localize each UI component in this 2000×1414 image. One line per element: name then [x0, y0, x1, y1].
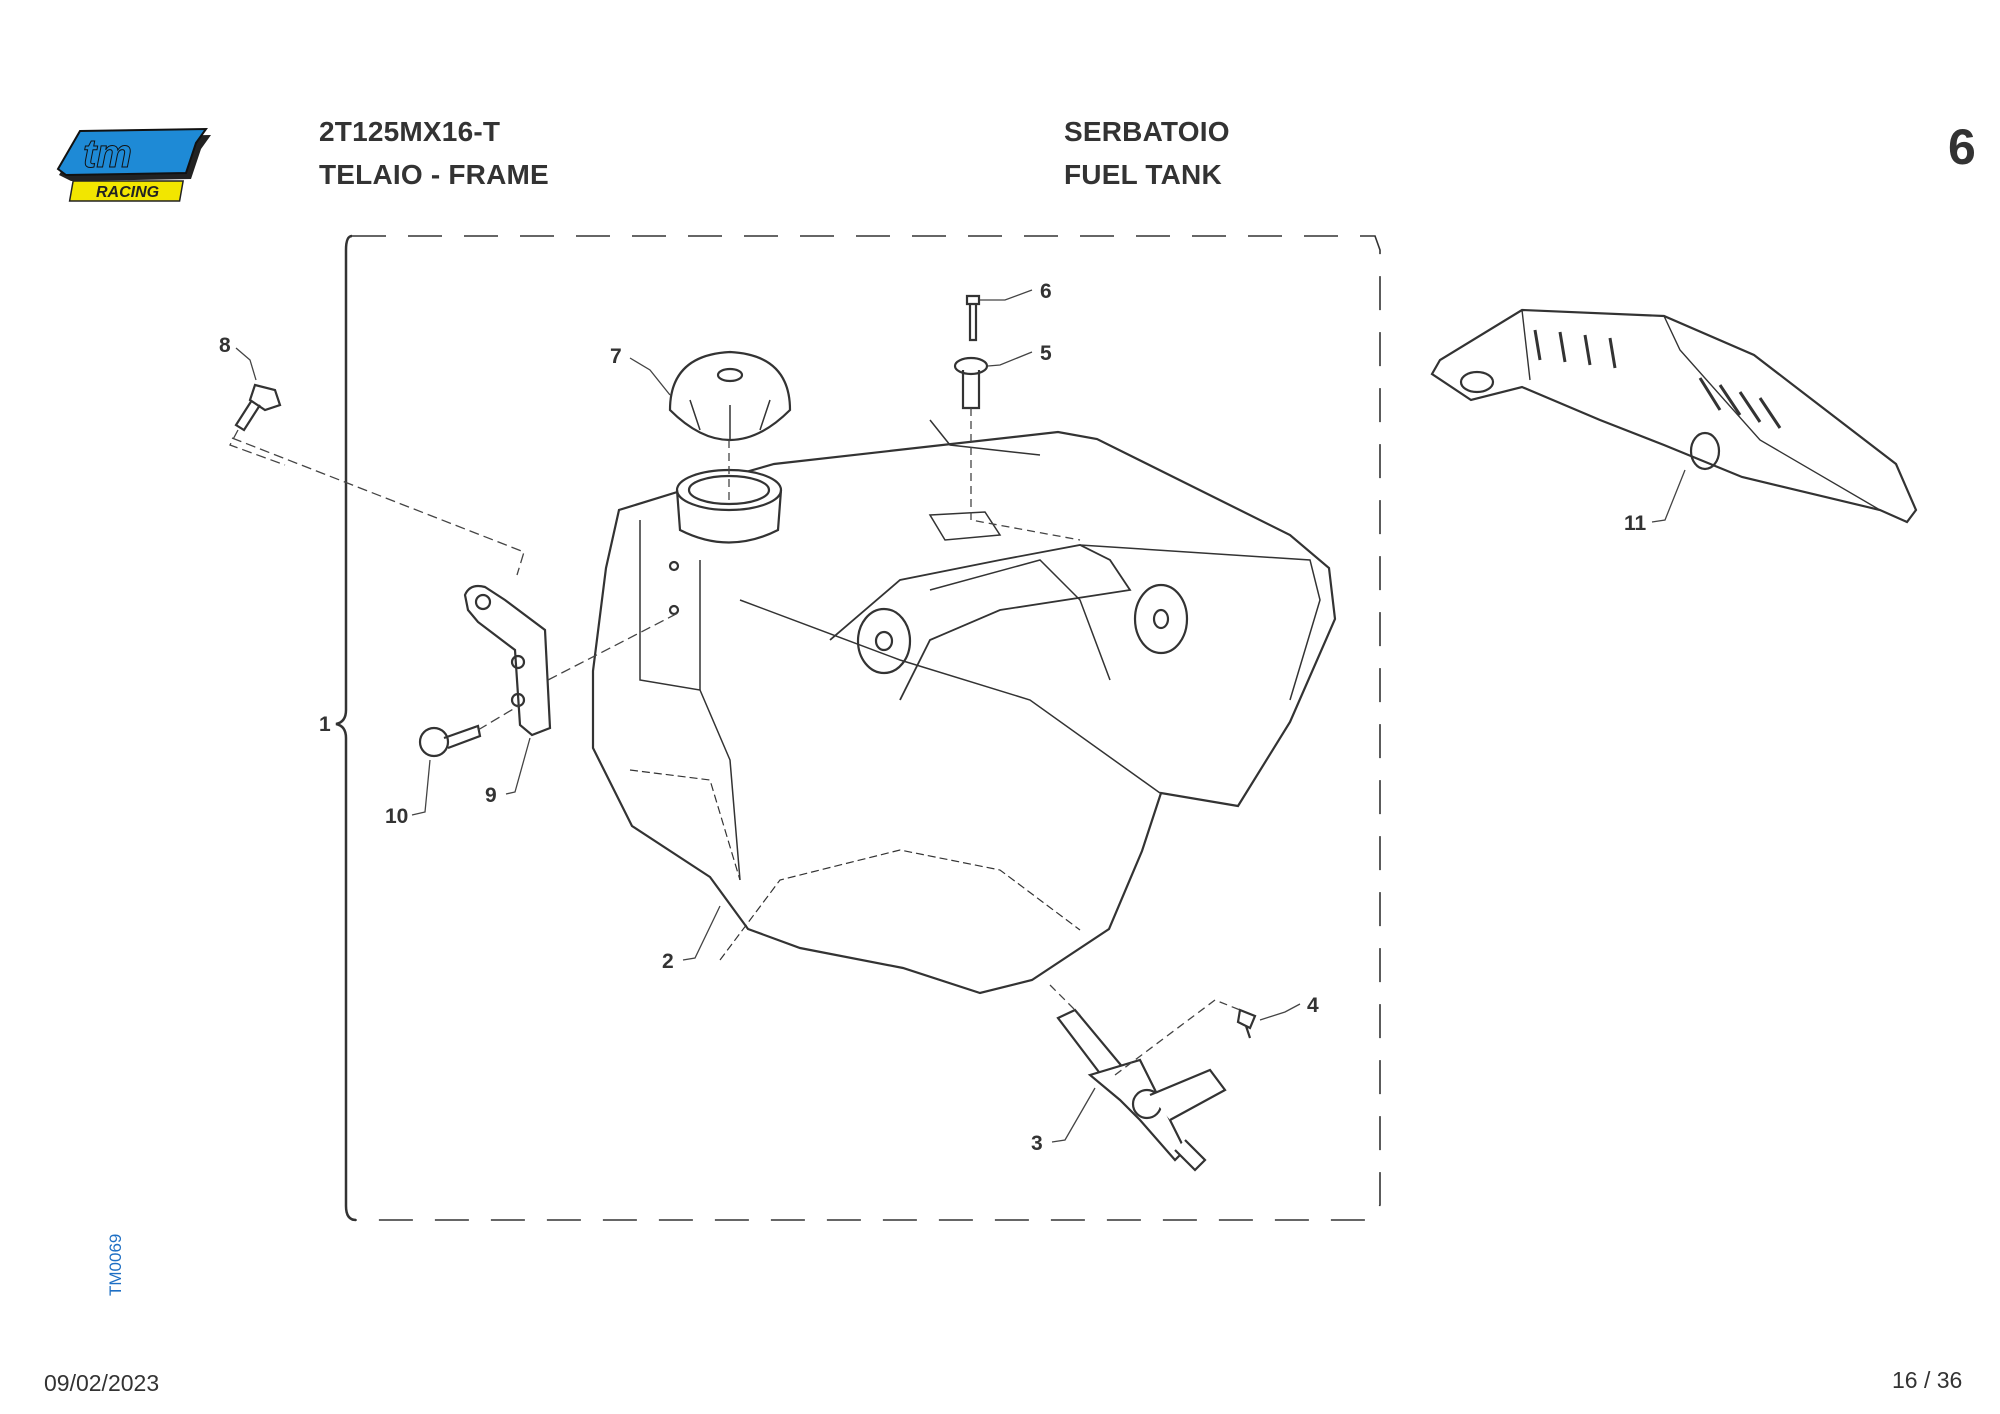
section-title-it: SERBATOIO [1064, 116, 1230, 147]
group-title: TELAIO - FRAME [319, 159, 549, 190]
fuel-cap [668, 350, 792, 442]
bracket-9 [463, 584, 552, 737]
side-panel-11 [1430, 308, 1918, 524]
model-code: 2T125MX16-T [319, 116, 501, 147]
bolt-10 [418, 724, 482, 758]
bolt-8 [234, 383, 282, 432]
callout-6: 6 [1040, 280, 1052, 303]
page-number: 16 / 36 [1892, 1367, 1963, 1393]
tm-racing-logo: tm RACING [48, 125, 218, 205]
callout-9: 9 [485, 784, 497, 807]
callout-10: 10 [385, 805, 408, 828]
callout-2: 2 [662, 950, 674, 973]
callout-5: 5 [1040, 342, 1052, 365]
fuel-tank [591, 430, 1337, 995]
svg-text:RACING: RACING [96, 184, 159, 201]
drawing-code: TM0069 [106, 1233, 125, 1296]
callout-1: 1 [319, 713, 331, 736]
callout-11: 11 [1624, 512, 1647, 535]
date: 09/02/2023 [44, 1370, 160, 1396]
svg-text:tm: tm [83, 132, 132, 176]
grommet-5 [953, 356, 989, 376]
section-title-en: FUEL TANK [1064, 159, 1222, 190]
callout-4: 4 [1307, 994, 1319, 1017]
screw-4 [1236, 1008, 1257, 1039]
callout-8: 8 [219, 334, 231, 357]
group-brace [335, 234, 357, 1222]
group-box [352, 235, 1381, 1221]
screw-6 [965, 294, 981, 342]
fuel-petcock-3 [1056, 1008, 1227, 1172]
callout-3: 3 [1031, 1132, 1043, 1155]
section-number: 6 [1948, 119, 1976, 175]
callout-7: 7 [610, 345, 622, 368]
